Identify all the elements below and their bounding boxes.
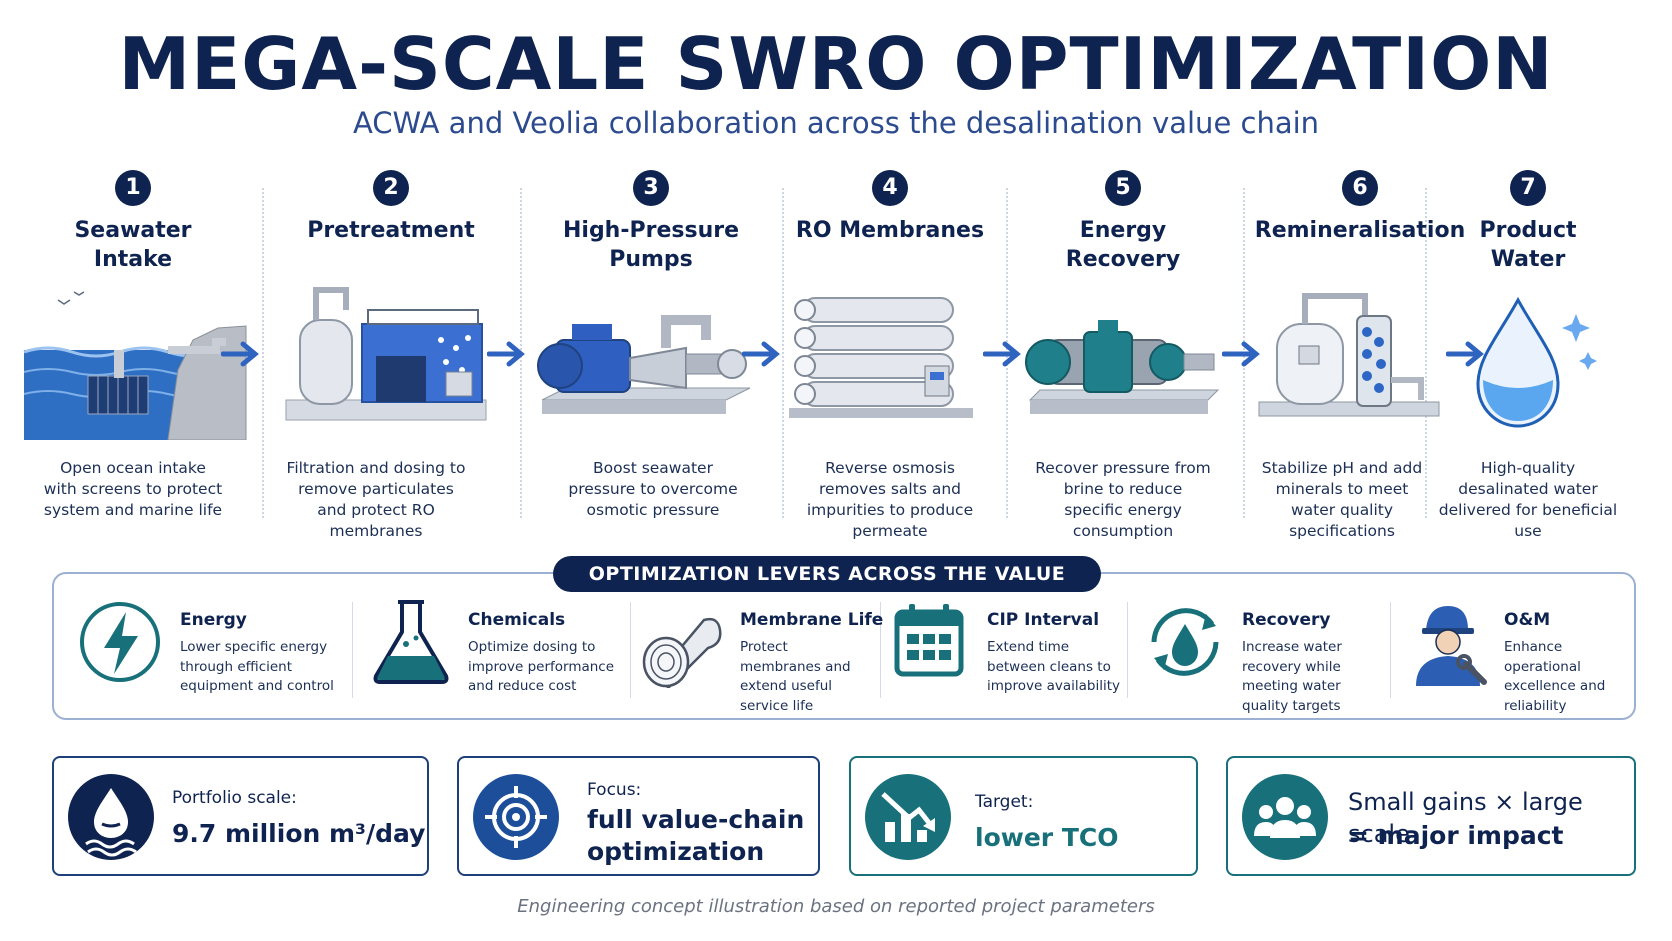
step-title: High-Pressure Pumps (562, 218, 739, 272)
step-number: 3 (633, 170, 669, 206)
lever-description: Increase water recovery while meeting wa… (1242, 639, 1342, 714)
step-description: Recover pressure from brine to reduce sp… (1035, 459, 1211, 540)
worker-icon (1416, 606, 1487, 686)
kpi-label: Portfolio scale: (172, 788, 297, 808)
step-product-water: 7 Product Water High-quality desalinated… (1428, 170, 1628, 540)
step-seawater-intake: 1 Seawater Intake Open ocean intake with… (18, 170, 248, 519)
step-high-pressure-pumps: 3 High-Pressure Pumps Boost seawater pre… (536, 170, 766, 519)
step-divider (1425, 188, 1427, 518)
lever-separator (630, 602, 631, 698)
lever-separator (352, 602, 353, 698)
step-description: Filtration and dosing to remove particul… (286, 459, 466, 540)
kpi-card-impact: Small gains × large scale = major impact (1226, 756, 1636, 876)
step-number: 4 (872, 170, 908, 206)
remineralisation-vessel-illustration (1258, 293, 1440, 417)
step-remineralisation: 6 Remineralisation Stabilize pH and add … (1245, 170, 1475, 540)
lever-separator (880, 602, 881, 698)
lever-name: Chemicals (468, 610, 566, 630)
step-title: Energy Recovery (1065, 218, 1181, 272)
flow-arrow-icon (1222, 341, 1260, 367)
seawater-intake-illustration (23, 291, 248, 440)
lever-energy: Energy Lower specific energy through eff… (78, 598, 348, 698)
lever-chemicals: Chemicals Optimize dosing to improve per… (366, 598, 626, 698)
target-icon (473, 774, 559, 860)
step-number: 7 (1510, 170, 1546, 206)
cost-down-icon (865, 774, 951, 860)
water-drop-icon (68, 774, 154, 860)
calendar-icon (894, 604, 964, 677)
flow-arrow-icon (1446, 341, 1484, 367)
lightning-icon (80, 602, 160, 682)
membrane-rack-illustration (789, 297, 973, 418)
step-title: Remineralisation (1254, 218, 1466, 243)
step-title: Product Water (1479, 218, 1577, 272)
kpi-label: Focus: (587, 780, 642, 800)
lever-description: Enhance operational excellence and relia… (1504, 639, 1606, 714)
step-number: 6 (1342, 170, 1378, 206)
lever-description: Lower specific energy through efficient … (180, 639, 334, 694)
step-pretreatment: 2 Pretreatment Filtration and dosing to … (276, 170, 506, 540)
kpi-card-focus: Focus: full value-chain optimization (457, 756, 820, 876)
lever-membrane-life: Membrane Life Protect membranes and exte… (638, 598, 883, 714)
team-icon (1242, 774, 1328, 860)
footer-note: Engineering concept illustration based o… (517, 896, 1155, 917)
energy-recovery-device-illustration (1025, 320, 1220, 414)
flow-arrow-icon (983, 341, 1021, 367)
lever-description: Optimize dosing to improve performance a… (468, 639, 615, 694)
lever-separator (1390, 602, 1391, 698)
kpi-value-line2: = major impact (1348, 821, 1564, 850)
step-title: Seawater Intake (74, 218, 192, 272)
step-description: High-quality desalinated water delivered… (1438, 459, 1618, 540)
step-description: Open ocean intake with screens to protec… (43, 459, 223, 519)
lever-name: Recovery (1242, 610, 1331, 630)
lever-cip-interval: CIP Interval Extend time between cleans … (885, 598, 1125, 698)
lever-om: O&M Enhance operational excellence and r… (1402, 598, 1632, 714)
step-description: Reverse osmosis removes salts and impuri… (806, 459, 974, 540)
flow-arrow-icon (742, 341, 780, 367)
step-description: Boost seawater pressure to overcome osmo… (568, 459, 738, 519)
step-divider (782, 188, 784, 518)
membrane-roll-icon (642, 617, 722, 688)
lever-description: Extend time between cleans to improve av… (987, 639, 1120, 694)
step-divider (262, 188, 264, 518)
lever-name: Energy (180, 610, 247, 630)
page-title: MEGA-SCALE SWRO OPTIMIZATION (118, 22, 1554, 106)
step-number: 2 (373, 170, 409, 206)
recycle-drop-icon (1151, 608, 1219, 676)
water-drop-illustration (1476, 296, 1597, 428)
step-number: 1 (115, 170, 151, 206)
step-title: RO Membranes (795, 218, 985, 243)
kpi-card-portfolio-scale: Portfolio scale: 9.7 million m³/day (52, 756, 429, 876)
lever-name: CIP Interval (987, 610, 1100, 630)
levers-heading: OPTIMIZATION LEVERS ACROSS THE VALUE CHA… (553, 556, 1101, 621)
lever-name: O&M (1504, 610, 1551, 630)
step-description: Stabilize pH and add minerals to meet wa… (1261, 459, 1423, 540)
kpi-value-line1: Small gains × large scale (1348, 788, 1583, 848)
kpi-value: lower TCO (975, 823, 1119, 852)
lever-recovery: Recovery Increase water recovery while m… (1140, 598, 1390, 714)
pump-illustration (537, 315, 751, 414)
kpi-label: Target: (975, 792, 1034, 812)
step-ro-membranes: 4 RO Membranes Reverse osmosis removes s… (775, 170, 1005, 540)
step-title: Pretreatment (307, 218, 475, 243)
step-number: 5 (1105, 170, 1141, 206)
step-energy-recovery: 5 Energy Recovery Recover pressure from … (1008, 170, 1238, 540)
flow-arrow-icon (221, 341, 259, 367)
lever-description: Protect membranes and extend useful serv… (740, 639, 851, 714)
kpi-value-line1: full value-chain (587, 805, 805, 834)
kpi-card-target: Target: lower TCO (849, 756, 1198, 876)
page-subtitle: ACWA and Veolia collaboration across the… (352, 106, 1320, 140)
pretreatment-tank-illustration (285, 287, 487, 421)
flask-icon (373, 600, 449, 684)
lever-name: Membrane Life (740, 610, 884, 630)
flow-arrow-icon (487, 341, 525, 367)
kpi-value-line2: optimization (587, 837, 765, 866)
kpi-value: 9.7 million m³/day (172, 819, 426, 848)
lever-separator (1127, 602, 1128, 698)
